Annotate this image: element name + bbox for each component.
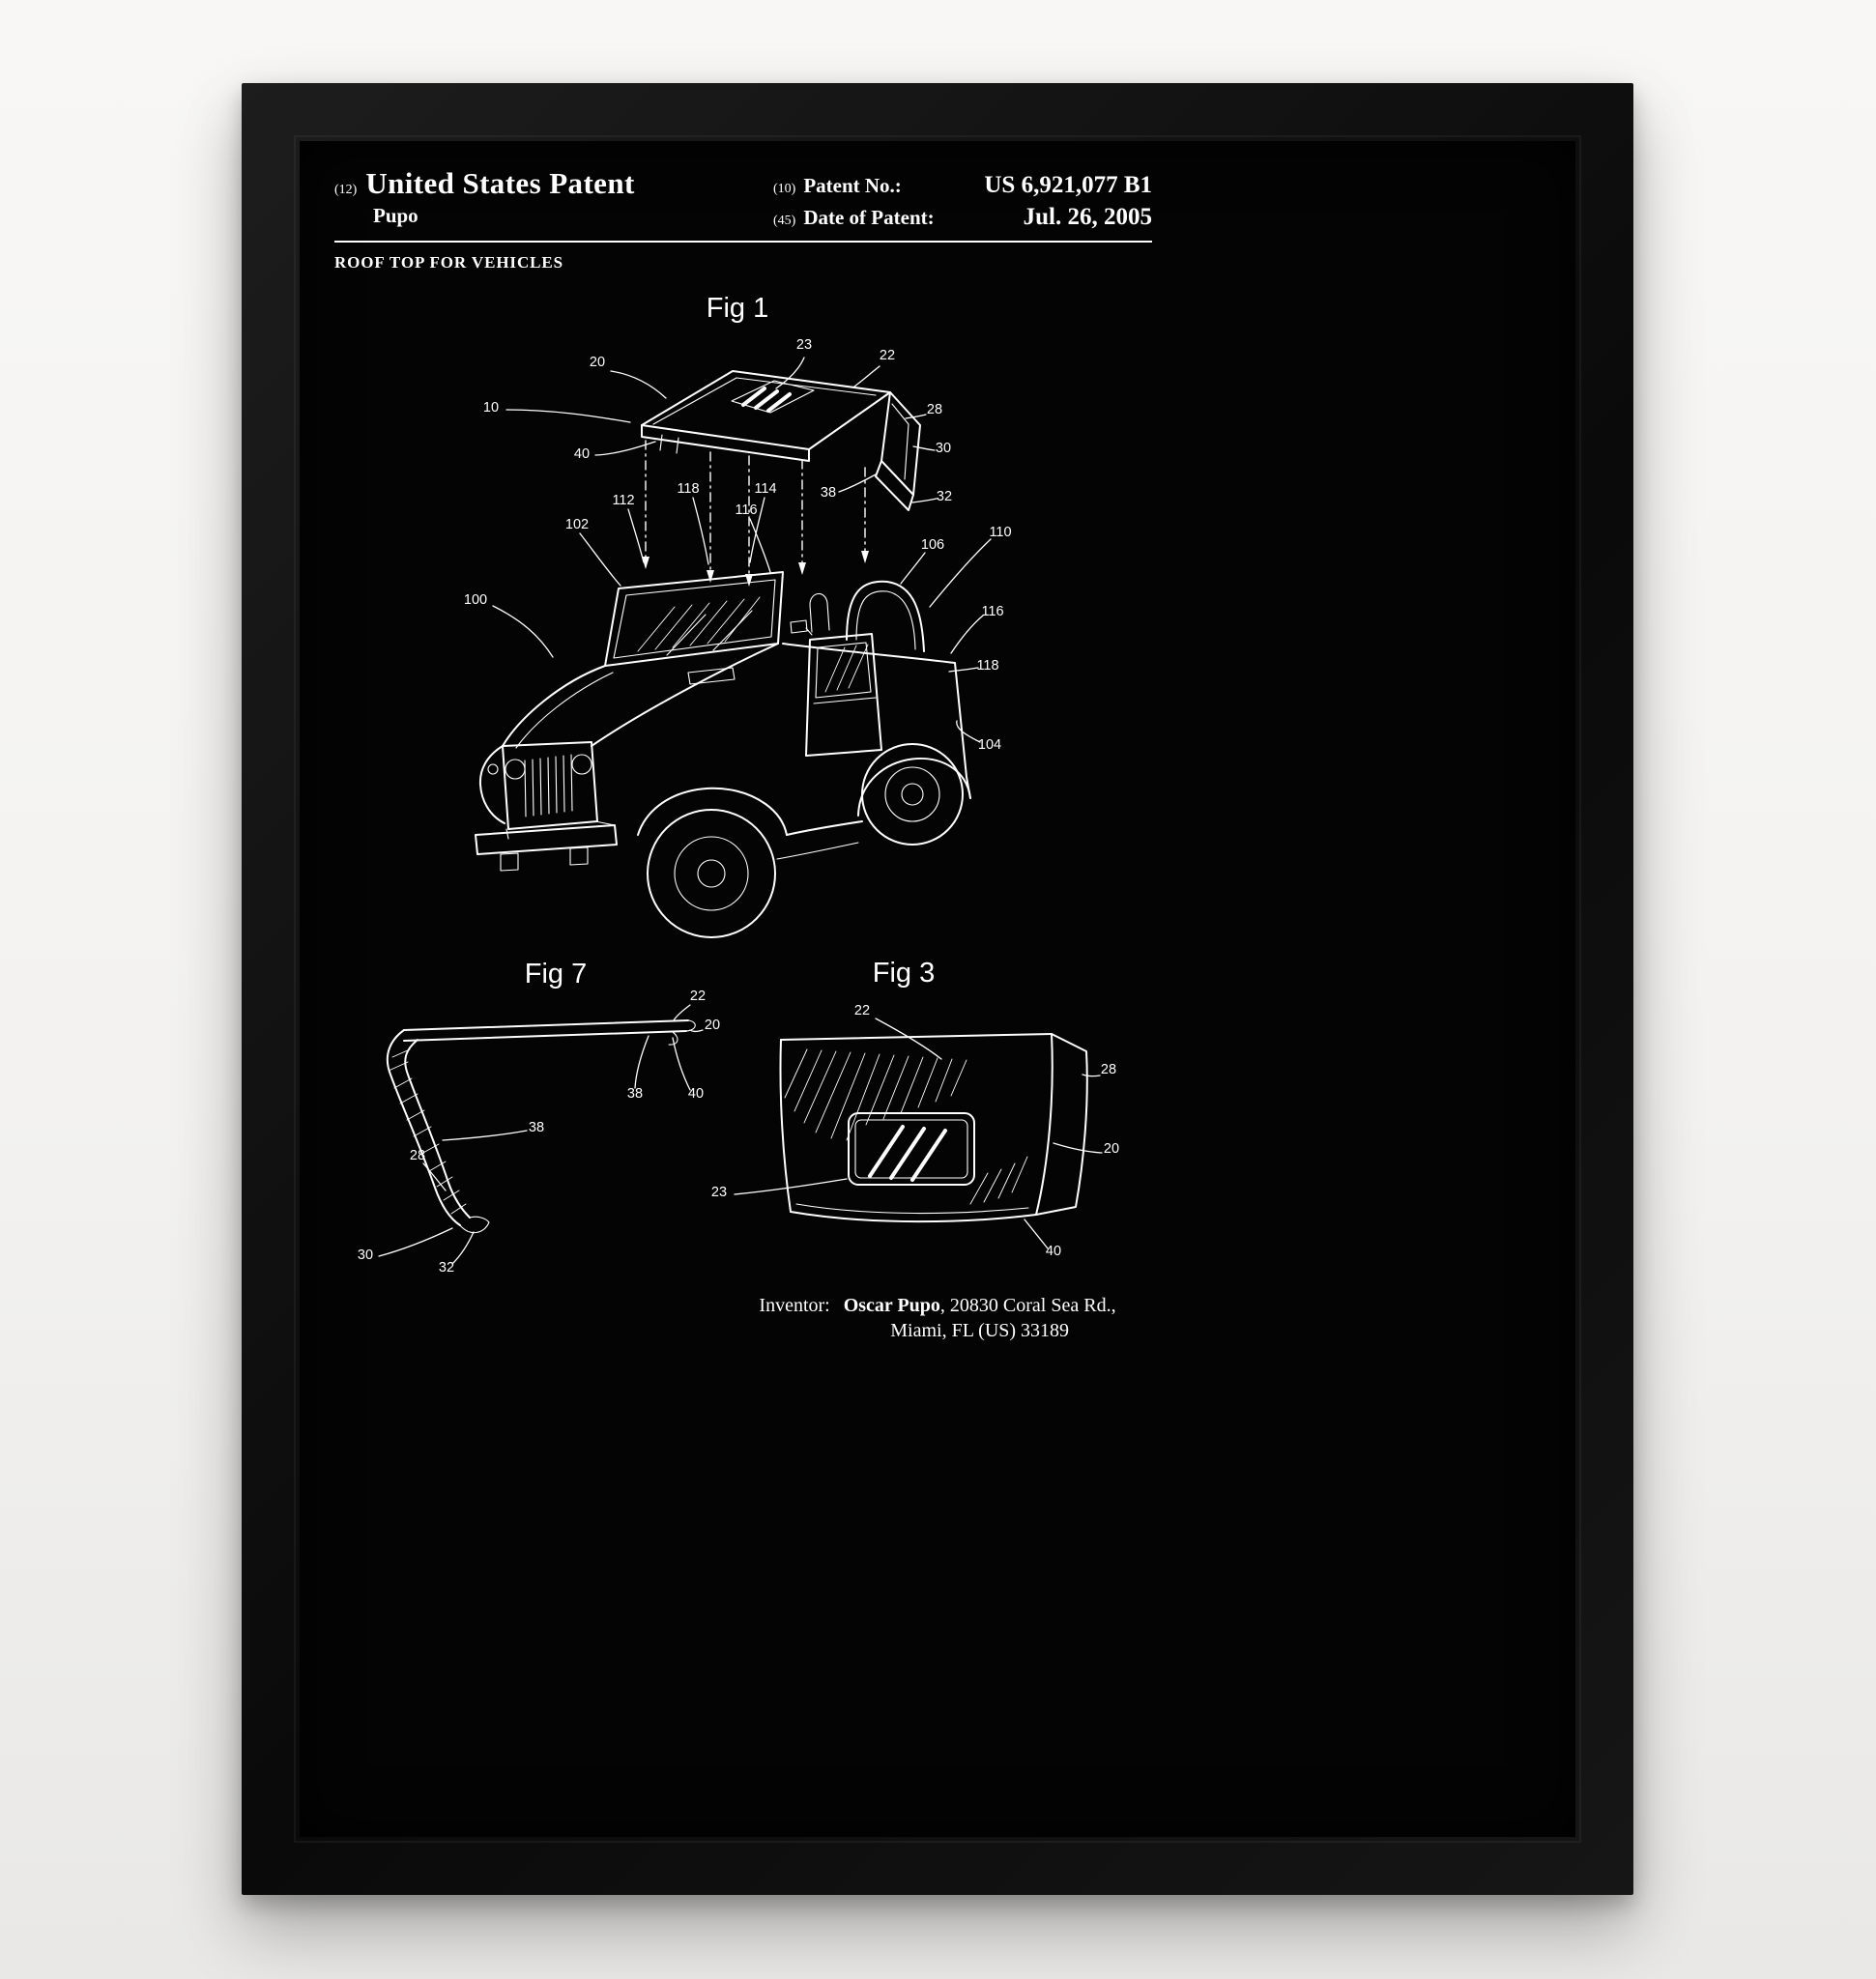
patent-title: United States Patent xyxy=(365,166,635,200)
ref-number: 38 xyxy=(821,485,836,501)
fig1-drawing: 20 23 22 10 28 30 40 38 32 xyxy=(464,337,1012,938)
ref-number: 22 xyxy=(854,1003,870,1018)
fig7-drawing: 22 20 38 40 38 28 30 32 xyxy=(358,989,720,1276)
inid-code-12: (12) xyxy=(334,183,358,197)
roof-panel-art xyxy=(641,370,921,511)
inventor-address-line2: Miami, FL (US) 33189 xyxy=(890,1320,1070,1341)
ref-number: 10 xyxy=(483,400,499,416)
rear-fender xyxy=(857,757,971,817)
hood xyxy=(502,665,606,747)
ref-number: 112 xyxy=(612,493,634,508)
picture-frame: (12) United States Patent Pupo (10) Pate… xyxy=(242,83,1633,1895)
hood-vent xyxy=(687,667,736,685)
ref-number: 30 xyxy=(358,1248,373,1263)
fig7-ref-annotations: 22 20 38 40 38 28 30 32 xyxy=(358,989,720,1276)
fig3-ref-annotations: 22 28 20 23 40 xyxy=(711,1003,1119,1259)
ref-number: 116 xyxy=(981,604,1003,619)
patent-print-poster: (12) United States Patent Pupo (10) Pate… xyxy=(300,141,1575,1837)
ref-number: 116 xyxy=(735,502,757,518)
patent-no-value: US 6,921,077 B1 xyxy=(984,172,1152,198)
ref-number: 28 xyxy=(1101,1062,1116,1077)
windshield xyxy=(604,571,784,667)
inventor-name: Oscar Pupo xyxy=(843,1295,940,1316)
inid-code-45: (45) xyxy=(773,214,796,228)
fig7-section-art xyxy=(386,1019,696,1234)
ref-number: 28 xyxy=(410,1148,425,1163)
inventor-address-part: , 20830 Coral Sea Rd., xyxy=(939,1295,1116,1316)
ref-number: 30 xyxy=(936,441,951,456)
side-mirror xyxy=(790,619,813,636)
ref-number: 28 xyxy=(927,402,942,417)
ref-number: 22 xyxy=(880,348,895,363)
ref-number: 20 xyxy=(590,355,605,370)
ref-number: 23 xyxy=(711,1185,727,1200)
invention-title: ROOF TOP FOR VEHICLES xyxy=(334,253,563,272)
patent-date-label: Date of Patent: xyxy=(803,206,935,229)
ref-number: 40 xyxy=(1046,1244,1061,1259)
fig3-drawing: 22 28 20 23 40 xyxy=(711,1003,1119,1259)
fig3-label: Fig 3 xyxy=(872,958,936,989)
headlight xyxy=(505,759,526,780)
header-right: (10) Patent No.: US 6,921,077 B1 (45) Da… xyxy=(773,166,1152,236)
fig1-label: Fig 1 xyxy=(706,293,769,324)
front-bumper xyxy=(475,824,618,855)
patent-no-label: Patent No.: xyxy=(803,174,902,197)
inid-code-10: (10) xyxy=(773,182,796,196)
front-fender xyxy=(637,787,788,836)
header-left: (12) United States Patent Pupo xyxy=(334,166,635,236)
ref-number: 118 xyxy=(976,658,998,674)
patent-date-value: Jul. 26, 2005 xyxy=(1023,204,1152,230)
front-wheel xyxy=(647,809,776,938)
inventor-details: Oscar Pupo, 20830 Coral Sea Rd., Miami, … xyxy=(844,1293,1116,1343)
roll-bar xyxy=(846,580,925,652)
applicant-surname: Pupo xyxy=(373,204,418,227)
ref-number: 38 xyxy=(529,1120,544,1135)
assembly-drop-arrows xyxy=(642,440,869,587)
rear-window xyxy=(848,1112,975,1186)
ref-number: 32 xyxy=(439,1260,454,1276)
headlight xyxy=(571,754,592,775)
ref-number: 100 xyxy=(464,592,487,608)
ref-number: 23 xyxy=(796,337,812,353)
ref-number: 110 xyxy=(989,525,1011,540)
ref-number: 22 xyxy=(690,989,706,1004)
patent-title-row: (12) United States Patent xyxy=(334,166,635,201)
ref-number: 32 xyxy=(937,489,952,504)
jeep-body-art xyxy=(475,571,971,938)
inventor-label: Inventor: xyxy=(759,1295,830,1316)
patent-number-row: (10) Patent No.: US 6,921,077 B1 xyxy=(773,172,1152,199)
ref-number: 38 xyxy=(627,1086,643,1102)
ref-number: 40 xyxy=(574,446,590,462)
fig1-ref-annotations: 20 23 22 10 28 30 40 38 32 xyxy=(464,337,1012,753)
fig7-label: Fig 7 xyxy=(524,959,588,990)
door xyxy=(805,633,882,757)
ref-number: 20 xyxy=(705,1018,720,1033)
seat xyxy=(809,592,830,633)
ref-number: 20 xyxy=(1104,1141,1119,1157)
fig3-panel-art xyxy=(779,1033,1088,1223)
ref-number: 118 xyxy=(677,481,699,497)
wipers xyxy=(666,610,753,656)
patent-header: (12) United States Patent Pupo (10) Pate… xyxy=(334,166,1152,236)
ref-number: 104 xyxy=(978,737,1001,753)
inventor-line: Inventor: Oscar Pupo, 20830 Coral Sea Rd… xyxy=(300,1293,1575,1343)
patent-date-row: (45) Date of Patent: Jul. 26, 2005 xyxy=(773,204,1152,231)
rear-wheel xyxy=(861,743,964,846)
header-divider xyxy=(334,241,1152,243)
inventor-address-line1: Oscar Pupo, 20830 Coral Sea Rd., xyxy=(844,1293,1116,1318)
ref-number: 114 xyxy=(754,481,776,497)
ref-number: 102 xyxy=(565,517,589,532)
ref-number: 40 xyxy=(688,1086,704,1102)
ref-number: 106 xyxy=(921,537,944,553)
